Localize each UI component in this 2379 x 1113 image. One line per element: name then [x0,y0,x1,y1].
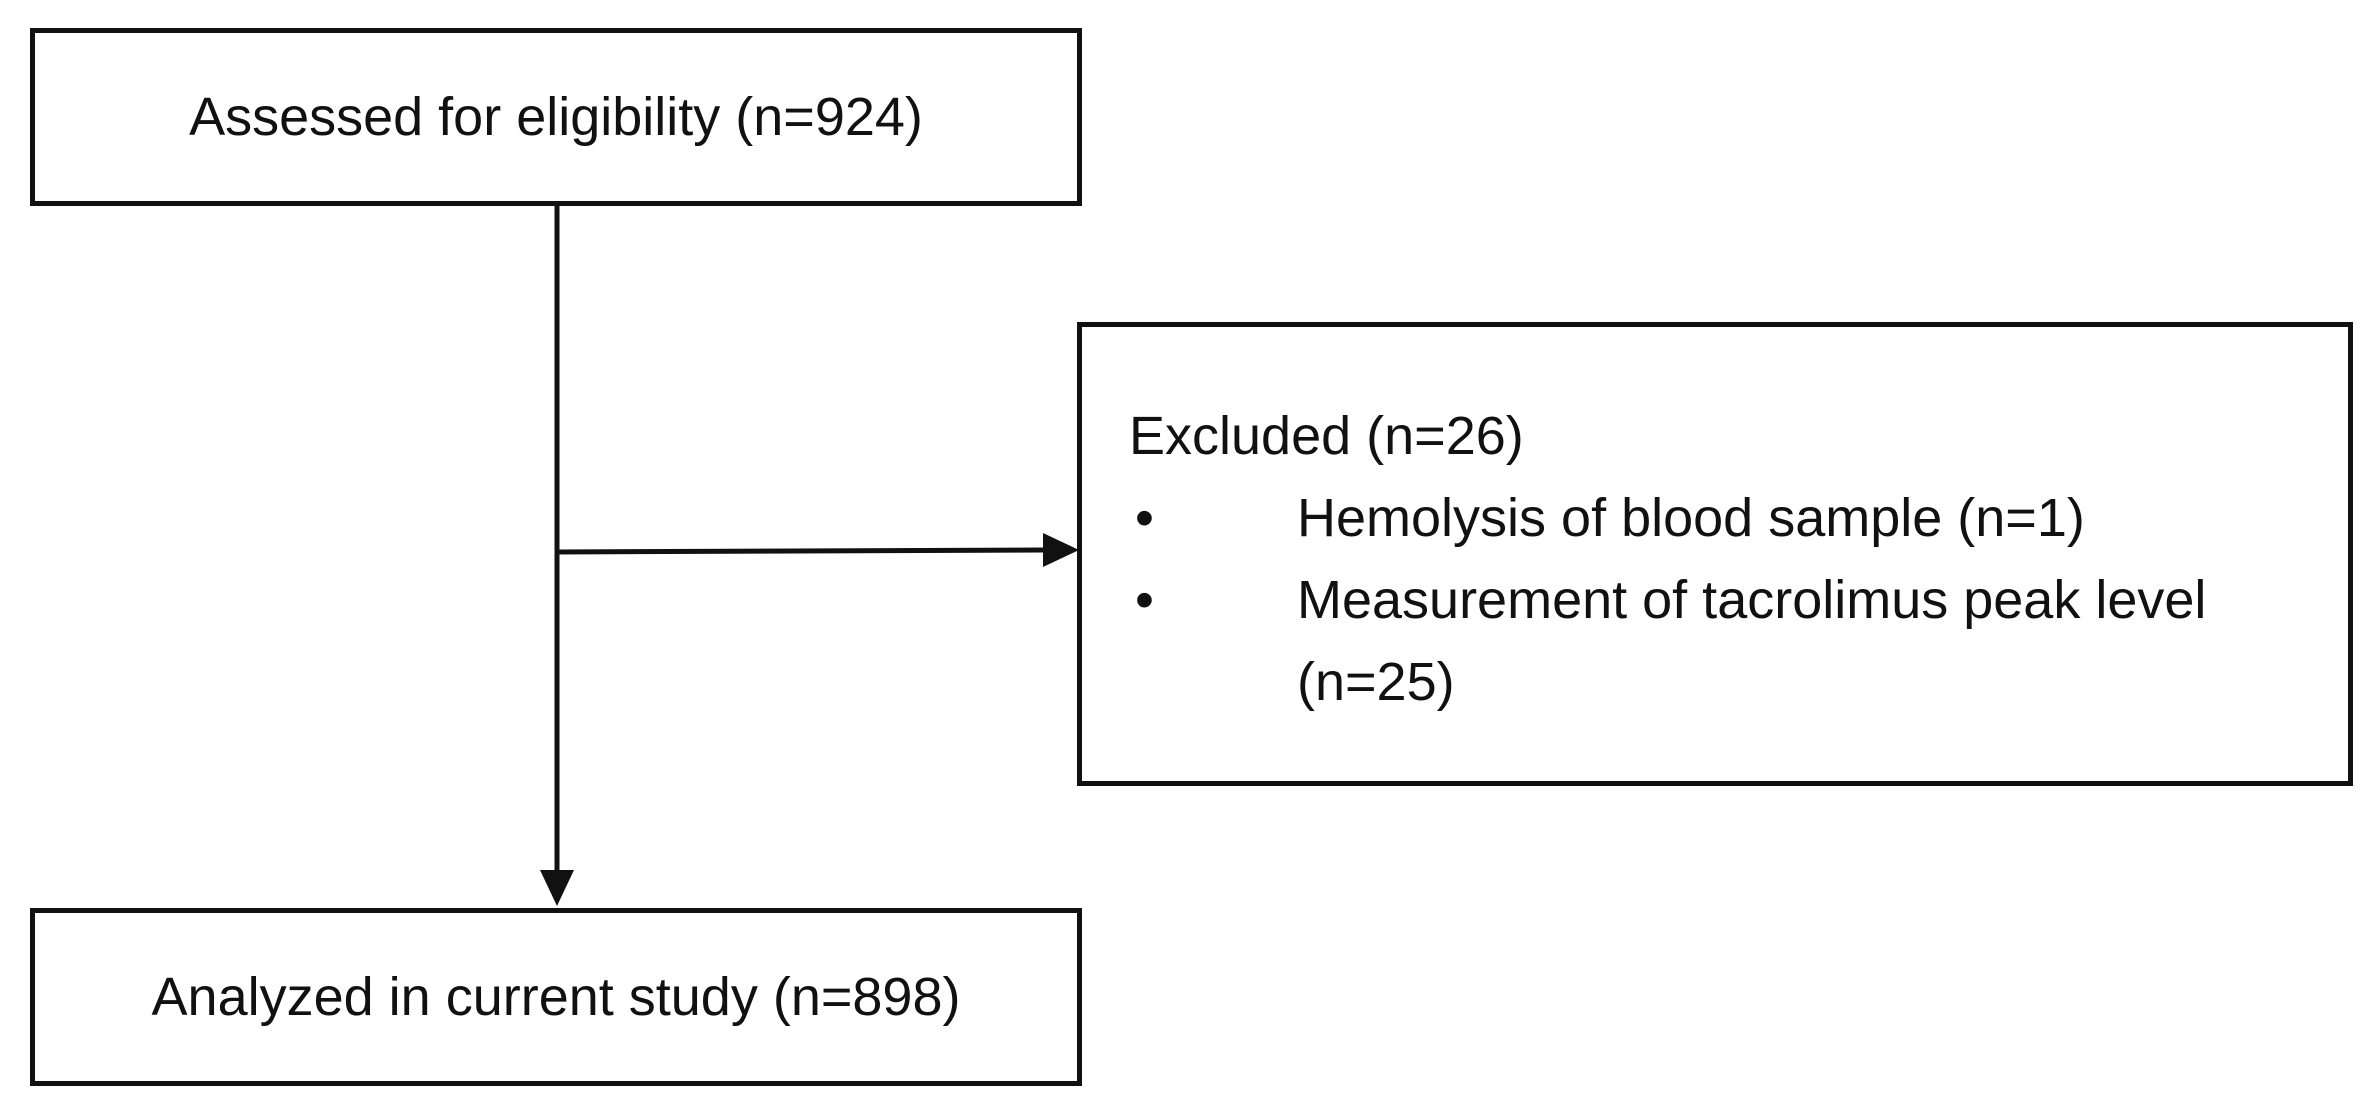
bullet-icon: • [1135,488,1154,548]
right-arrowhead [1043,533,1079,567]
analyzed-box: Analyzed in current study (n=898) [30,908,1082,1086]
bullet-icon: • [1135,570,1154,630]
excluded-box: Excluded (n=26) • Hemolysis of blood sam… [1077,322,2353,786]
excluded-content: Excluded (n=26) • Hemolysis of blood sam… [1129,395,2329,723]
exclusion-branch-line [556,547,1044,555]
assessed-label: Assessed for eligibility (n=924) [189,86,923,147]
assessed-box: Assessed for eligibility (n=924) [30,28,1082,206]
exclusion-reason: • Measurement of tacrolimus peak level (… [1129,559,2297,723]
analyzed-label: Analyzed in current study (n=898) [151,966,961,1027]
exclusion-reason: • Hemolysis of blood sample (n=1) [1129,477,2297,559]
exclusion-reason-text: Hemolysis of blood sample (n=1) [1297,488,2085,548]
exclusion-reason-text: Measurement of tacrolimus peak level (n=… [1297,570,2207,712]
excluded-title: Excluded (n=26) [1129,406,1524,466]
down-arrowhead [540,870,574,906]
